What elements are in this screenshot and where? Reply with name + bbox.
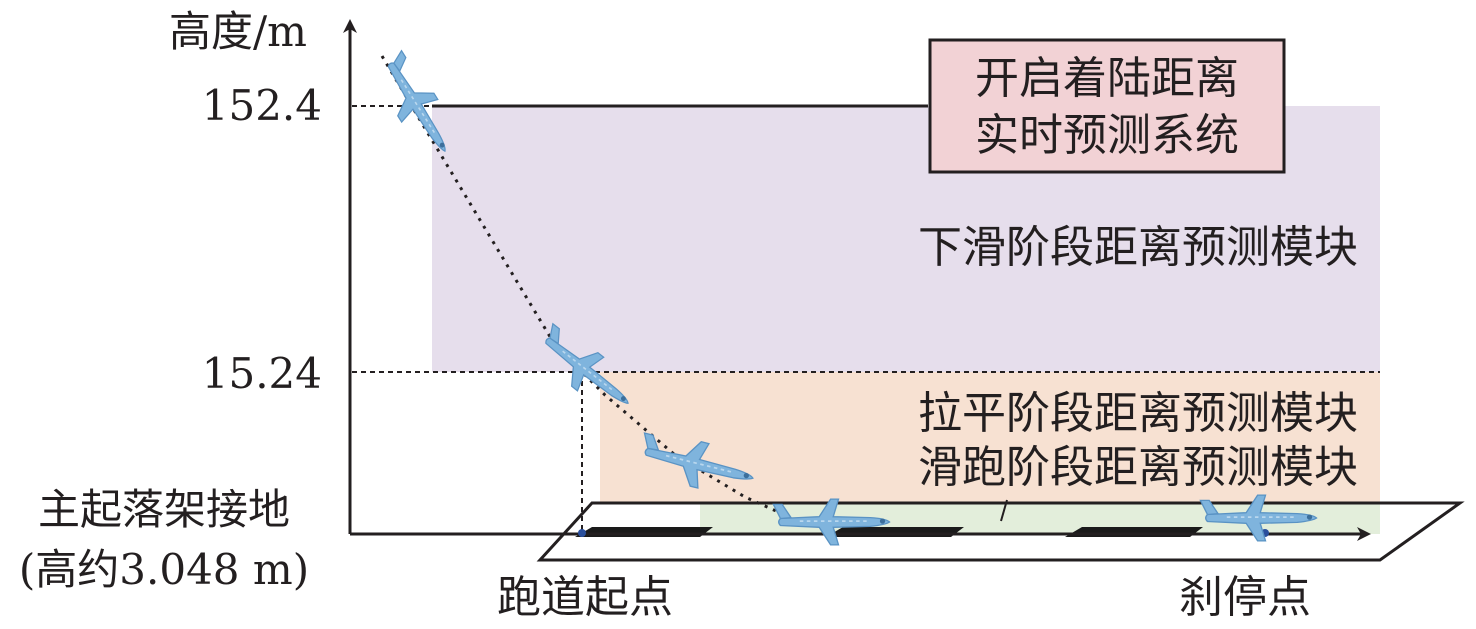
- touchdown-label-line1: 主起落架接地: [38, 485, 290, 534]
- y-axis-label: 高度/m: [169, 7, 307, 56]
- tick-label-mid: 15.24: [202, 349, 322, 398]
- runway-start-point: [578, 529, 586, 537]
- touchdown-label-line2: (高约3.048 m): [19, 545, 309, 594]
- module-pointer-line: [1000, 499, 1008, 522]
- runway-start-label: 跑道起点: [497, 572, 673, 623]
- flare-zone: [600, 372, 1380, 502]
- glide-module-label: 下滑阶段距离预测模块: [918, 222, 1358, 273]
- system-box-line2: 实时预测系统: [975, 110, 1239, 161]
- system-box-line1: 开启着陆距离: [975, 53, 1239, 104]
- runway: [536, 501, 1465, 562]
- rollout-module-label: 滑跑阶段距离预测模块: [918, 442, 1358, 493]
- flare-module-label: 拉平阶段距离预测模块: [918, 388, 1358, 439]
- tick-label-high: 152.4: [202, 81, 322, 130]
- stop-point-label: 刹停点: [1179, 572, 1311, 623]
- system-box: [928, 38, 1286, 174]
